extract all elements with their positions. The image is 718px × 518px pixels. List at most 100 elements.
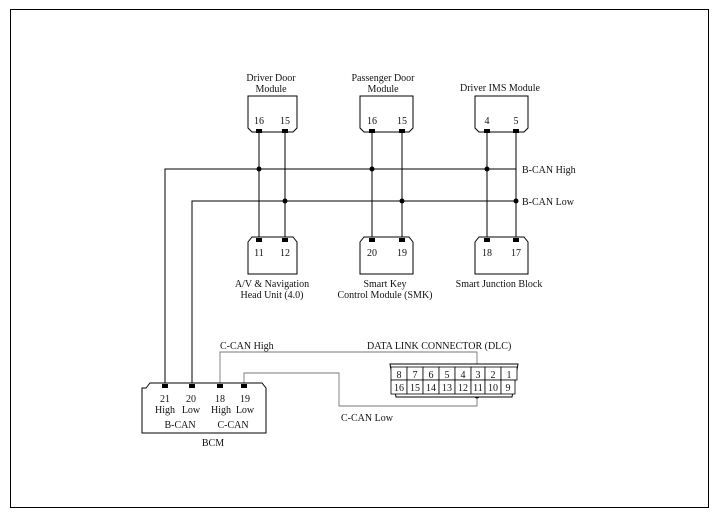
bcm-pin-20-signal: Low	[182, 405, 201, 416]
driver-door-title-line2: Module	[255, 84, 287, 95]
dlc-pin-7: 7	[413, 370, 418, 381]
dlc-title: DATA LINK CONNECTOR (DLC)	[367, 341, 511, 352]
smk-label-line2: Control Module (SMK)	[338, 290, 433, 301]
smart-junction-block: 18 17 Smart Junction Block	[456, 236, 543, 290]
smk-pin-20: 20	[367, 248, 377, 259]
frame-border	[10, 9, 709, 508]
dlc-pin-9: 9	[506, 383, 511, 394]
av-nav-pin-12: 12	[280, 248, 290, 259]
passenger-door-title-line2: Module	[367, 84, 399, 95]
splice-dot	[282, 198, 288, 204]
driver-door-module: Driver Door Module 16 15	[246, 73, 298, 133]
bcm-label: BCM	[202, 438, 224, 449]
bcm-connector	[141, 382, 267, 434]
av-nav-connector	[247, 236, 298, 275]
bcm-module: 21 20 18 19 High Low High Low B-CAN C-CA…	[141, 382, 267, 449]
dlc-pin-3: 3	[476, 370, 481, 381]
sjb-label: Smart Junction Block	[456, 279, 543, 290]
driver-door-terminal-16	[256, 129, 262, 133]
smk-pin-19: 19	[397, 248, 407, 259]
passenger-door-title-line1: Passenger Door	[351, 73, 415, 84]
dlc-pin-16: 16	[394, 383, 404, 394]
dlc-pin-13: 13	[442, 383, 452, 394]
driver-ims-connector	[474, 95, 529, 133]
smart-key-module: 20 19 Smart Key Control Module (SMK)	[338, 236, 433, 301]
ccan-high-wire	[219, 351, 478, 383]
av-nav-pin-11: 11	[254, 248, 264, 259]
bcan-high-label: B-CAN High	[522, 165, 576, 176]
bcan-high-wire	[164, 168, 516, 383]
av-nav-label-line1: A/V & Navigation	[235, 279, 309, 290]
bcm-pin-19: 19	[240, 394, 250, 405]
splice-dot	[399, 198, 405, 204]
bcm-group-bcan: B-CAN	[164, 420, 195, 431]
bcm-terminal-19	[241, 384, 247, 388]
smk-label-line1: Smart Key	[363, 279, 406, 290]
driver-ims-terminal-4	[484, 129, 490, 133]
bus-wiring: B-CAN High B-CAN Low	[164, 133, 576, 383]
data-link-connector: DATA LINK CONNECTOR (DLC) 8 7 6 5 4 3 2 …	[367, 341, 519, 398]
dlc-pin-5: 5	[445, 370, 450, 381]
driver-door-terminal-15	[282, 129, 288, 133]
passenger-door-terminal-15	[399, 129, 405, 133]
splice-dot	[256, 166, 262, 172]
dlc-pin-15: 15	[410, 383, 420, 394]
sjb-pin-18: 18	[482, 248, 492, 259]
driver-ims-title: Driver IMS Module	[460, 83, 541, 94]
dlc-pin-4: 4	[461, 370, 466, 381]
av-nav-terminal-11	[256, 238, 262, 242]
passenger-door-pin-16: 16	[367, 116, 377, 127]
bcm-pin-19-signal: Low	[236, 405, 255, 416]
driver-door-pin-16: 16	[254, 116, 264, 127]
dlc-pin-8: 8	[397, 370, 402, 381]
dlc-cell	[500, 379, 516, 395]
driver-ims-pin-4: 4	[485, 116, 490, 127]
sjb-terminal-18	[484, 238, 490, 242]
dlc-pin-1: 1	[507, 370, 512, 381]
bcm-pin-21: 21	[160, 394, 170, 405]
smk-connector	[359, 236, 414, 275]
bcan-low-label: B-CAN Low	[522, 197, 575, 208]
sjb-connector	[474, 236, 529, 275]
passenger-door-connector	[359, 95, 414, 133]
driver-ims-pin-5: 5	[514, 116, 519, 127]
av-nav-label-line2: Head Unit (4.0)	[240, 290, 303, 301]
splice-dot	[484, 166, 490, 172]
dlc-pin-6: 6	[429, 370, 434, 381]
sjb-terminal-17	[513, 238, 519, 242]
smk-terminal-20	[369, 238, 375, 242]
bcm-pin-18-signal: High	[211, 405, 231, 416]
driver-ims-module: Driver IMS Module 4 5	[460, 83, 541, 133]
dlc-pin-12: 12	[458, 383, 468, 394]
bcm-pin-21-signal: High	[155, 405, 175, 416]
smk-terminal-19	[399, 238, 405, 242]
dlc-pin-14: 14	[426, 383, 436, 394]
bcan-low-wire	[191, 200, 516, 383]
splice-dot	[513, 198, 519, 204]
bcm-terminal-21	[162, 384, 168, 388]
passenger-door-module: Passenger Door Module 16 15	[351, 73, 415, 133]
driver-door-title-line1: Driver Door	[246, 73, 296, 84]
driver-door-connector	[247, 95, 298, 133]
bcm-pin-18: 18	[215, 394, 225, 405]
bcm-pin-20: 20	[186, 394, 196, 405]
driver-ims-terminal-5	[513, 129, 519, 133]
passenger-door-pin-15: 15	[397, 116, 407, 127]
ccan-high-label: C-CAN High	[220, 341, 274, 352]
sjb-pin-17: 17	[511, 248, 521, 259]
driver-door-pin-15: 15	[280, 116, 290, 127]
av-nav-head-unit: 11 12 A/V & Navigation Head Unit (4.0)	[235, 236, 309, 301]
av-nav-terminal-12	[282, 238, 288, 242]
bcm-terminal-20	[189, 384, 195, 388]
ccan-low-wire	[243, 372, 478, 407]
dlc-pin-2: 2	[491, 370, 496, 381]
dlc-pin-10: 10	[488, 383, 498, 394]
bcm-group-ccan: C-CAN	[217, 420, 248, 431]
dlc-pin-11: 11	[473, 383, 483, 394]
passenger-door-terminal-16	[369, 129, 375, 133]
bcm-terminal-18	[217, 384, 223, 388]
splice-dot	[369, 166, 375, 172]
ccan-low-label: C-CAN Low	[341, 413, 394, 424]
